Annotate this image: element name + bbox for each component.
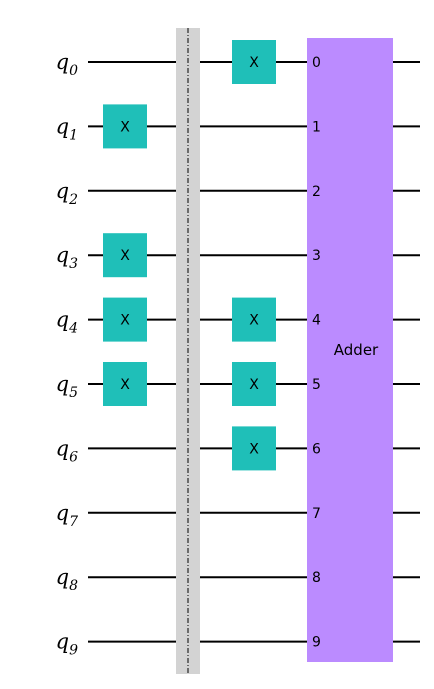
x-gate-after-q0[interactable]: X: [232, 40, 276, 84]
qubit-label-4: q4: [56, 308, 78, 337]
qubit-label-index: 7: [69, 514, 78, 530]
adder-port-label-9: 9: [312, 635, 321, 651]
x-gate-after-q4[interactable]: X: [232, 297, 276, 342]
x-gate-box: [232, 362, 276, 406]
gates-layer: X X X X X X X X: [103, 40, 276, 471]
qubit-label-base: q: [56, 501, 69, 525]
qubit-label-9: q9: [56, 630, 78, 659]
qubit-label-index: 5: [69, 385, 78, 401]
qubit-label-index: 0: [69, 63, 78, 79]
x-gate-label: X: [249, 441, 259, 457]
qubit-label-7: q7: [56, 501, 78, 530]
x-gate-box: [232, 297, 276, 342]
qubit-label-5: q5: [56, 372, 78, 401]
x-gate-label: X: [120, 248, 130, 264]
qubit-label-index: 6: [69, 449, 78, 465]
qubit-label-base: q: [56, 372, 69, 396]
x-gate-box: [103, 104, 147, 149]
adder-port-label-5: 5: [312, 377, 321, 393]
adder-port-label-6: 6: [312, 441, 321, 457]
x-gate-box: [103, 362, 147, 406]
x-gate-box: [232, 40, 276, 84]
x-gate-box: [103, 233, 147, 278]
qubit-label-index: 3: [69, 256, 78, 272]
x-gate-before-q4[interactable]: X: [103, 297, 147, 342]
qubit-label-1: q1: [56, 114, 78, 143]
adder-port-label-0: 0: [312, 55, 321, 71]
adder-title: Adder: [334, 341, 379, 359]
x-gate-label: X: [120, 119, 130, 135]
qubit-label-6: q6: [56, 436, 78, 465]
adder-port-label-4: 4: [312, 313, 321, 329]
x-gate-box: [232, 426, 276, 471]
qubit-label-index: 2: [68, 192, 78, 208]
adder-port-label-7: 7: [312, 506, 321, 522]
qubit-label-index: 8: [69, 578, 78, 594]
x-gate-label: X: [120, 377, 130, 393]
qubit-label-0: q0: [56, 50, 78, 79]
qubit-label-8: q8: [56, 565, 78, 594]
x-gate-before-q3[interactable]: X: [103, 233, 147, 278]
x-gate-label: X: [120, 313, 130, 329]
qubit-label-base: q: [56, 436, 69, 460]
adder-port-label-3: 3: [312, 248, 321, 264]
x-gate-label: X: [249, 377, 259, 393]
x-gate-after-q5[interactable]: X: [232, 362, 276, 406]
adder-port-label-8: 8: [312, 570, 321, 586]
adder-port-label-2: 2: [312, 184, 321, 200]
x-gate-box: [103, 297, 147, 342]
qubit-label-index: 1: [69, 127, 78, 143]
qubit-label-base: q: [56, 308, 69, 332]
qubit-label-base: q: [56, 179, 69, 203]
qubit-label-3: q3: [56, 243, 78, 272]
adder-block[interactable]: 0 1 2 3 4 5 6 7 8 9 Adder: [307, 38, 393, 662]
x-gate-before-q5[interactable]: X: [103, 362, 147, 406]
adder-box: [307, 38, 393, 662]
barrier: [176, 28, 200, 674]
qubit-label-base: q: [56, 114, 69, 138]
qubit-label-base: q: [56, 630, 69, 654]
x-gate-after-q6[interactable]: X: [232, 426, 276, 471]
adder-port-label-1: 1: [312, 119, 321, 135]
qubit-label-index: 9: [69, 643, 78, 659]
qubit-label-index: 4: [68, 321, 78, 337]
x-gate-label: X: [249, 55, 259, 71]
x-gate-label: X: [249, 313, 259, 329]
qubit-label-base: q: [56, 565, 69, 589]
x-gate-before-q1[interactable]: X: [103, 104, 147, 149]
qubit-label-2: q2: [56, 179, 78, 208]
qubit-label-base: q: [56, 50, 69, 74]
qubit-label-base: q: [56, 243, 69, 267]
